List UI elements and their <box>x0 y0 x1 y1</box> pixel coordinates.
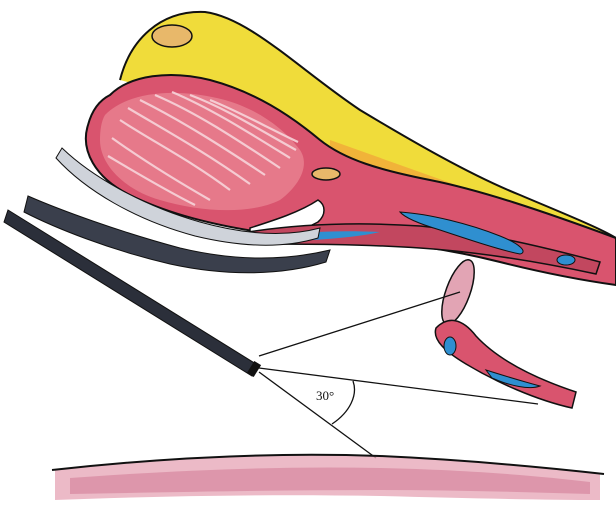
lower-structure <box>435 256 576 408</box>
skin-surface <box>52 455 604 500</box>
angle-arc <box>332 381 354 424</box>
lower-vessel-blue-1 <box>444 337 456 355</box>
fov-upper-line <box>259 292 460 356</box>
lower-vessel-band <box>435 320 576 408</box>
angle-label: 30° <box>316 388 334 403</box>
vessel-blue-3 <box>557 255 575 265</box>
fat-nodule-middle <box>312 168 340 180</box>
fov-lower-line <box>259 372 376 458</box>
fat-nodule-top <box>152 25 192 47</box>
